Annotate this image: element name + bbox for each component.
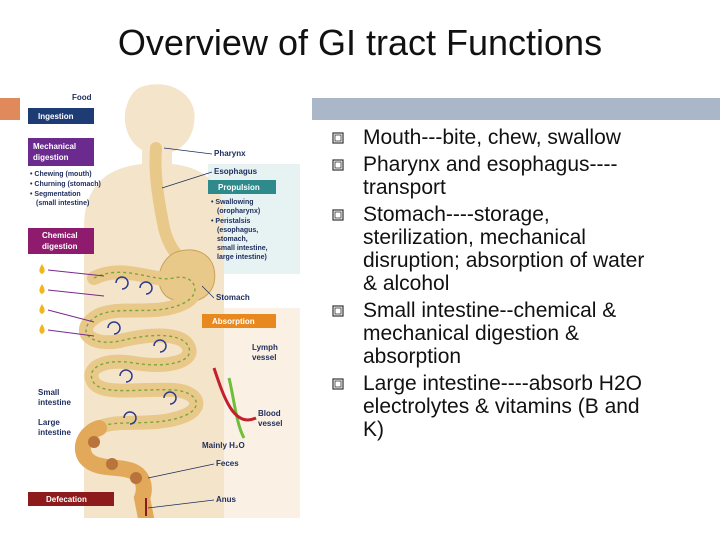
bullet-item: Mouth---bite, chew, swallow <box>330 126 710 149</box>
square-bullet-icon <box>332 305 344 317</box>
lymph-vessel <box>227 377 246 439</box>
bullet-line: sterilization, mechanical <box>363 226 586 249</box>
peristalsis-label-4: small intestine, <box>217 245 268 252</box>
mechanical-digestion-box <box>28 138 94 166</box>
large-intestine-label-1: Large <box>38 418 60 427</box>
bullet-line: Small intestine--chemical & <box>363 299 617 322</box>
fecal-mass <box>130 472 142 484</box>
bullet-line: Stomach----storage, <box>363 203 550 226</box>
accent-bar <box>312 98 720 120</box>
small-intestine-label-1: Small <box>38 388 59 397</box>
defecation-label: Defecation <box>46 495 87 504</box>
mechanical-digestion-label-1: Mechanical <box>33 142 76 151</box>
absorption-box <box>202 314 276 328</box>
square-bullet-icon <box>332 159 344 171</box>
bullet-item: Small intestine--chemical & mechanical d… <box>330 299 710 368</box>
bullet-line: Pharynx and esophagus---- <box>363 153 618 176</box>
bullet-list: Mouth---bite, chew, swallow Pharynx and … <box>330 126 710 445</box>
stomach-label: Stomach <box>216 293 250 302</box>
peristalsis-label-5: large intestine) <box>217 254 267 261</box>
small-intestine-outline <box>85 271 197 429</box>
enzyme-arrows <box>47 269 105 337</box>
propulsion-label: Propulsion <box>218 183 260 192</box>
blood-label-2: vessel <box>258 419 282 428</box>
gi-tract-figure: Ingestion Mechanical digestion • Chewing… <box>24 78 304 518</box>
bullet-line: disruption; absorption of water <box>363 249 645 272</box>
ingestion-box <box>28 108 94 124</box>
fecal-mass <box>88 436 100 448</box>
esophagus-label: Esophagus <box>214 167 258 176</box>
anus-label: Anus <box>216 495 237 504</box>
ingestion-label: Ingestion <box>38 112 74 121</box>
blood-vessel <box>212 367 257 422</box>
chemical-digestion-box <box>28 228 94 254</box>
feces-label: Feces <box>216 459 239 468</box>
mechanical-digestion-label-2: digestion <box>33 153 69 162</box>
lymph-label-2: vessel <box>252 353 276 362</box>
chemical-digestion-label-2: digestion <box>42 242 78 251</box>
peristalsis-label-1: • Peristalsis <box>211 218 251 225</box>
square-bullet-icon <box>332 132 344 144</box>
enzyme-drops <box>39 264 45 334</box>
segmentation-arrows <box>107 276 177 425</box>
bullet-line: absorption <box>363 345 462 368</box>
bullet-item: Large intestine----absorb H2O electrolyt… <box>330 372 710 441</box>
bullet-line: K) <box>363 418 384 441</box>
food-label: Food <box>72 93 92 102</box>
bullet-line: Large intestine----absorb H2O <box>363 372 642 395</box>
square-bullet-icon <box>332 209 344 221</box>
lymph-label-1: Lymph <box>252 343 278 352</box>
peristalsis-label-2: (esophagus, <box>217 227 258 234</box>
blood-label-1: Blood <box>258 409 281 418</box>
bullet-line: mechanical digestion & <box>363 322 579 345</box>
pharynx-label: Pharynx <box>214 149 246 158</box>
bullet-line: electrolytes & vitamins (B and <box>363 395 640 418</box>
large-intestine-label-2: intestine <box>38 428 71 437</box>
leader-lines <box>147 147 215 509</box>
bullet-line: & alcohol <box>363 272 450 295</box>
bullet-line: Mouth---bite, chew, swallow <box>363 126 621 149</box>
swallowing-label-2: (oropharynx) <box>217 208 260 215</box>
square-bullet-icon <box>332 378 344 390</box>
fecal-mass <box>106 458 118 470</box>
segmentation-label-2: (small intestine) <box>36 200 89 207</box>
absorption-label: Absorption <box>212 317 255 326</box>
defecation-box <box>28 492 114 506</box>
bullet-line: transport <box>363 176 446 199</box>
chemical-digestion-label-1: Chemical <box>42 231 78 240</box>
peristalsis-label-3: stomach, <box>217 236 248 243</box>
accent-block <box>0 98 20 120</box>
churning-label: • Churning (stomach) <box>30 181 101 188</box>
chewing-label: • Chewing (mouth) <box>30 171 92 178</box>
segmentation-label-1: • Segmentation <box>30 191 81 198</box>
bullet-item: Stomach----storage, sterilization, mecha… <box>330 203 710 295</box>
small-intestine-label-2: intestine <box>38 398 71 407</box>
bullet-item: Pharynx and esophagus---- transport <box>330 153 710 199</box>
propulsion-box <box>208 180 276 194</box>
mainly-h2o-label: Mainly H₂O <box>202 441 245 450</box>
swallowing-label-1: • Swallowing <box>211 199 254 206</box>
slide-title: Overview of GI tract Functions <box>117 22 603 63</box>
